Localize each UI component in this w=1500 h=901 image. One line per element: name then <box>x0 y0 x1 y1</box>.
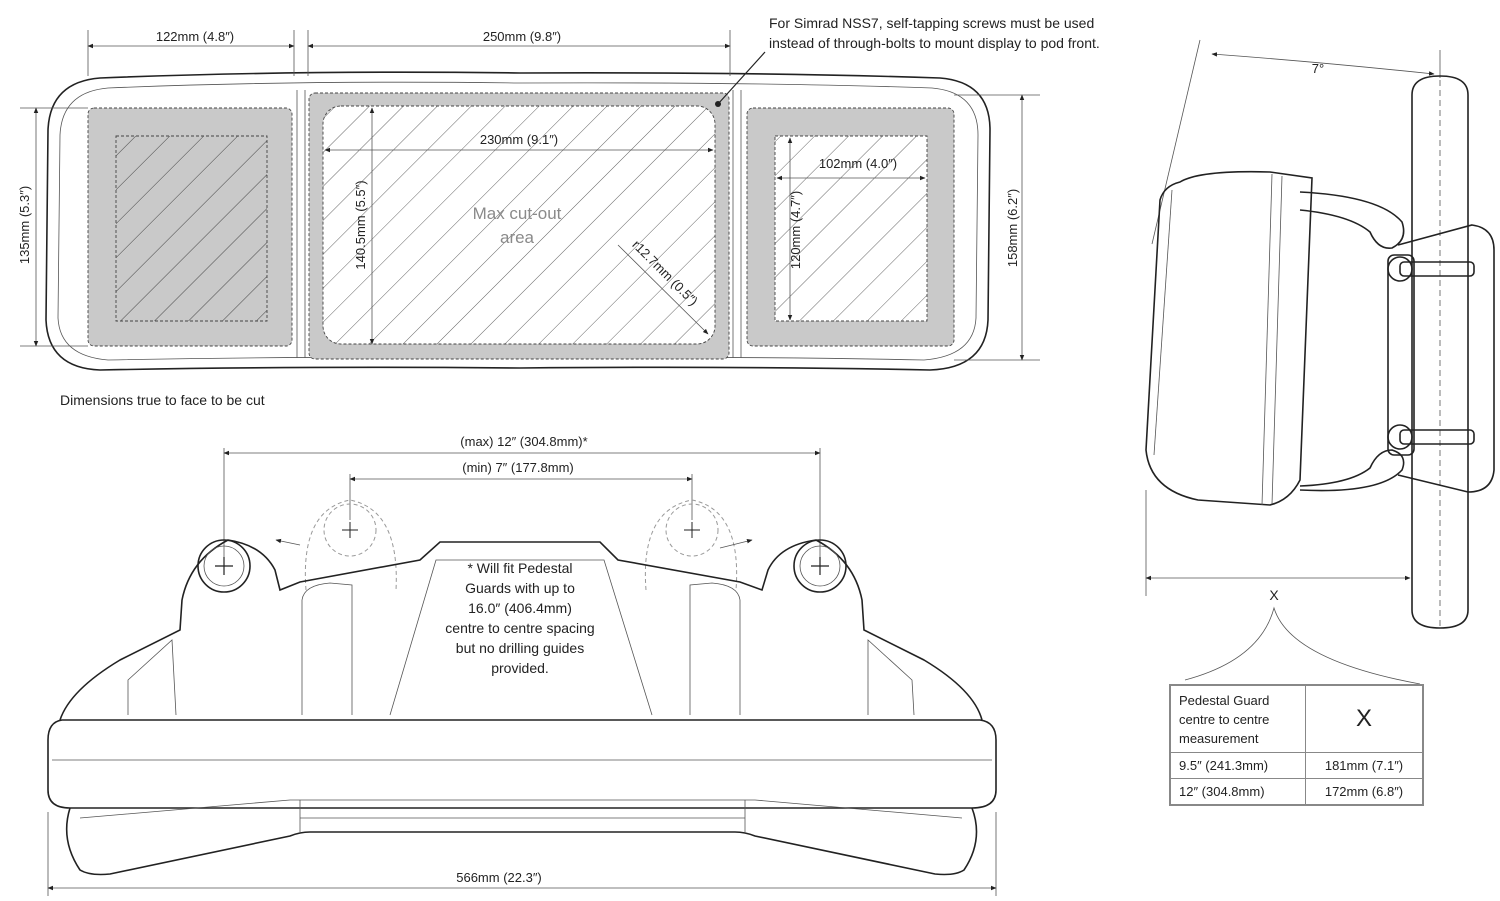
table-row: 12″ (304.8mm) 172mm (6.8″) <box>1169 778 1424 805</box>
pedestal-note-line1: * Will fit Pedestal <box>467 560 572 576</box>
display-unit-side <box>1145 170 1313 506</box>
guard-left <box>197 539 251 593</box>
guard-ghost-left <box>304 499 397 591</box>
table-header-row: Pedestal Guard centre to centre measurem… <box>1169 684 1424 753</box>
guard-right <box>793 539 847 593</box>
cutout-label-line1: Max cut-out <box>473 204 562 223</box>
guard-ghost-right <box>644 499 738 591</box>
dim-center-width: 250mm (9.8″) <box>483 29 561 44</box>
table-cell-x: 172mm (6.8″) <box>1305 778 1424 805</box>
pedestal-guard-table: Pedestal Guard centre to centre measurem… <box>1169 684 1424 806</box>
pedestal-note-line5: but no drilling guides <box>456 640 584 656</box>
dim-inner-width: 230mm (9.1″) <box>480 132 558 147</box>
pedestal-note-line3: 16.0″ (406.4mm) <box>468 600 572 616</box>
cutout-label-line2: area <box>500 228 535 247</box>
angle-label: 7° <box>1312 61 1324 76</box>
pedestal-tube <box>1411 75 1469 629</box>
table-header-line1: Pedestal Guard <box>1179 692 1270 708</box>
screw-note-line1: For Simrad NSS7, self-tapping screws mus… <box>769 15 1094 31</box>
table-cell-guard: 12″ (304.8mm) <box>1169 778 1306 805</box>
pedestal-note-line4: centre to centre spacing <box>445 620 594 636</box>
dim-max-spacing: (max) 12″ (304.8mm)* <box>460 434 587 449</box>
table-header-guard: Pedestal Guard centre to centre measurem… <box>1169 684 1306 753</box>
table-cell-guard: 9.5″ (241.3mm) <box>1169 752 1306 779</box>
dim-left-height: 135mm (5.3″) <box>17 186 32 264</box>
pedestal-note-line6: provided. <box>491 660 549 676</box>
table-row: 9.5″ (241.3mm) 181mm (7.1″) <box>1169 752 1424 779</box>
table-header-line3: measurement <box>1179 730 1259 746</box>
screw-note-line2: instead of through-bolts to mount displa… <box>769 35 1100 51</box>
dim-center-height: 140.5mm (5.5″) <box>353 180 368 269</box>
x-label: X <box>1269 587 1279 603</box>
front-view: 122mm (4.8″) 250mm (9.8″) 230mm (9.1″) 1… <box>17 15 1100 408</box>
pod-body-top <box>59 539 983 721</box>
dim-left-width: 122mm (4.8″) <box>156 29 234 44</box>
pedestal-note-line2: Guards with up to <box>465 580 575 596</box>
front-caption: Dimensions true to face to be cut <box>60 392 265 408</box>
dim-overall-height: 158mm (6.2″) <box>1005 189 1020 267</box>
dim-right-inner-height: 120mm (4.7″) <box>788 191 803 269</box>
dim-overall-width: 566mm (22.3″) <box>456 870 542 885</box>
top-view: (max) 12″ (304.8mm)* (min) 7″ (177.8mm) … <box>47 434 997 896</box>
pod-outline <box>45 71 991 371</box>
table-header-x: X <box>1305 684 1424 753</box>
side-view: 7° X <box>1145 39 1495 685</box>
table-cell-x: 181mm (7.1″) <box>1305 752 1424 779</box>
dim-right-inner-width: 102mm (4.0″) <box>819 156 897 171</box>
dim-min-spacing: (min) 7″ (177.8mm) <box>462 460 574 475</box>
table-header-line2: centre to centre <box>1179 711 1270 727</box>
